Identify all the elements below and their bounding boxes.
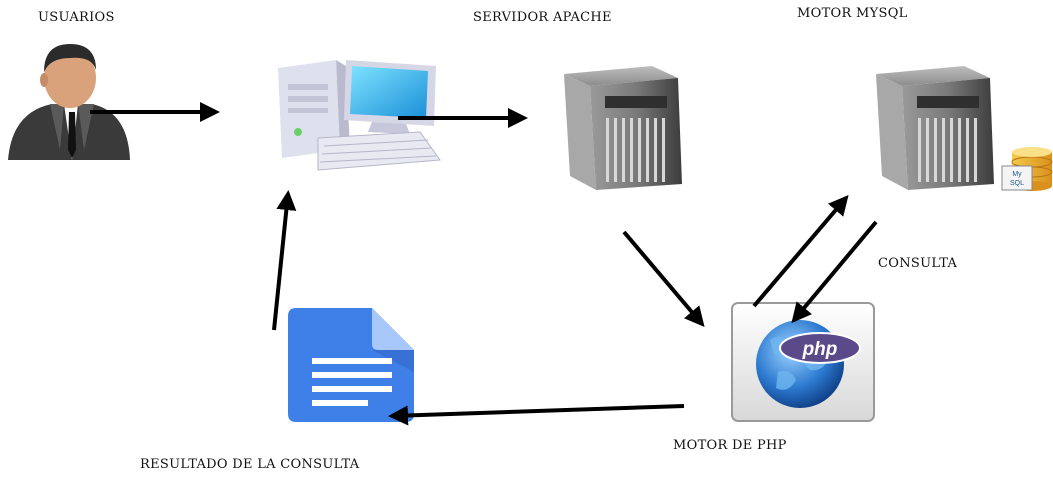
- database-server-icon: My SQL: [876, 66, 1053, 191]
- label-usuarios: USUARIOS: [38, 10, 115, 25]
- arrow-apache-to-php: [622, 230, 705, 328]
- php-globe-icon: php: [731, 302, 875, 422]
- label-motor-mysql: MOTOR MYSQL: [797, 6, 908, 21]
- server-tower-icon: [564, 66, 682, 190]
- svg-text:SQL: SQL: [1010, 180, 1024, 187]
- label-consulta: CONSULTA: [878, 256, 958, 271]
- label-motor-php: MOTOR DE PHP: [673, 438, 787, 453]
- document-icon: [288, 308, 414, 422]
- svg-text:php: php: [802, 339, 838, 360]
- desktop-computer-icon: [278, 60, 441, 171]
- database-icon: My SQL: [1001, 147, 1053, 191]
- arrow-php-to-mysql: [752, 194, 849, 308]
- arrow-php-to-result: [388, 404, 685, 426]
- user-icon: [8, 44, 130, 160]
- label-resultado-consulta: RESULTADO DE LA CONSULTA: [140, 457, 360, 472]
- svg-text:My: My: [1012, 171, 1022, 178]
- arrow-result-to-computer: [272, 190, 297, 331]
- arrow-mysql-to-php: [791, 220, 878, 324]
- label-servidor-apache: SERVIDOR APACHE: [473, 10, 612, 25]
